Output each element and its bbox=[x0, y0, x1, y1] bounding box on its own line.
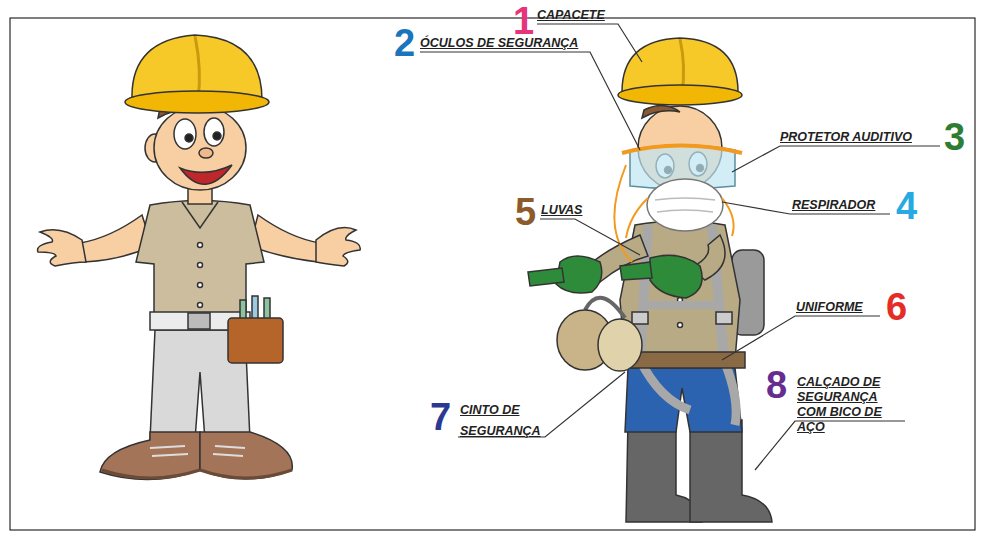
worker-plain bbox=[38, 35, 361, 480]
callout-number: 7 bbox=[430, 398, 451, 436]
callout-number: 6 bbox=[886, 288, 907, 326]
callout-number: 4 bbox=[896, 187, 917, 225]
part-label: CAPACETE bbox=[537, 8, 605, 23]
callout-number: 3 bbox=[944, 118, 965, 156]
part-label: PROTETOR AUDITIVO bbox=[780, 130, 912, 145]
callout-number: 8 bbox=[766, 366, 787, 404]
callout-number: 5 bbox=[515, 193, 536, 231]
worker-equipped bbox=[528, 38, 772, 522]
frame bbox=[10, 18, 975, 530]
part-label: LUVAS bbox=[541, 203, 582, 218]
callout-number: 2 bbox=[394, 24, 415, 62]
part-label: UNIFORME bbox=[796, 300, 863, 315]
leader-lines bbox=[420, 24, 940, 470]
part-label: CALÇADO DE SEGURANÇA COM BICO DE AÇO bbox=[797, 375, 907, 435]
part-label: RESPIRADOR bbox=[792, 198, 875, 213]
callout-number: 1 bbox=[513, 2, 534, 40]
part-label: ÓCULOS DE SEGURANÇA bbox=[420, 36, 578, 51]
part-label: CINTO DE SEGURANÇA bbox=[460, 400, 545, 442]
